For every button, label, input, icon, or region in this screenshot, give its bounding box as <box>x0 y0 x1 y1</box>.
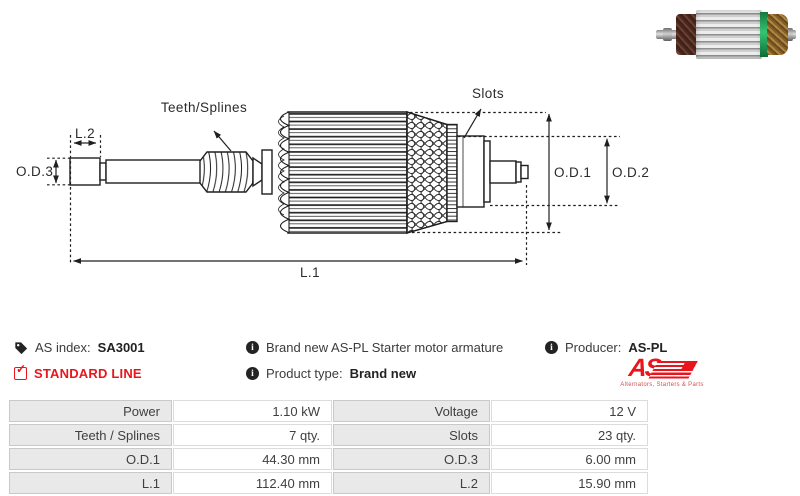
as-pl-logo-mark: AS <box>628 354 698 382</box>
l1-label: L.1 <box>300 265 320 280</box>
step-cylinder <box>261 149 273 195</box>
photo-left-winding <box>676 14 698 55</box>
spec-value: 12 V <box>491 400 648 422</box>
teeth-splines-label: Teeth/Splines <box>161 100 247 115</box>
as-pl-logo: AS Alternators, Starters & Parts <box>599 354 725 388</box>
spec-label: O.D.1 <box>9 448 172 470</box>
spline-hatching <box>200 152 253 192</box>
od2-label: O.D.2 <box>612 165 649 180</box>
shaft-collar <box>99 162 107 181</box>
spec-value: 23 qty. <box>491 424 648 446</box>
spec-table: Power 1.10 kW Voltage 12 V Teeth / Splin… <box>8 398 649 496</box>
spec-label: O.D.3 <box>333 448 490 470</box>
table-row: Teeth / Splines 7 qty. Slots 23 qty. <box>9 424 648 446</box>
photo-core-body <box>696 10 762 59</box>
commutator-lip <box>483 140 491 203</box>
tag-icon <box>15 341 28 354</box>
producer-row: i Producer: AS-PL <box>545 340 667 355</box>
right-flange <box>515 161 522 183</box>
slots-label: Slots <box>472 86 504 101</box>
info-icon: i <box>246 367 259 380</box>
dimension-lines <box>47 108 620 265</box>
spec-value: 7 qty. <box>173 424 332 446</box>
product-type-row: i Product type: Brand new <box>246 366 416 381</box>
info-icon: i <box>545 341 558 354</box>
spec-label: L.2 <box>333 472 490 494</box>
spec-label: Slots <box>333 424 490 446</box>
spec-label: L.1 <box>9 472 172 494</box>
as-index-label: AS index: <box>35 340 91 355</box>
core-laminations <box>288 112 407 233</box>
product-description: Brand new AS-PL Starter motor armature <box>266 340 504 355</box>
spec-value: 6.00 mm <box>491 448 648 470</box>
spec-value: 44.30 mm <box>173 448 332 470</box>
checkbox-icon: ✓ <box>14 362 27 380</box>
producer-value: AS-PL <box>628 340 668 355</box>
table-row: O.D.1 44.30 mm O.D.3 6.00 mm <box>9 448 648 470</box>
product-type-value: Brand new <box>349 366 417 381</box>
spec-label: Teeth / Splines <box>9 424 172 446</box>
product-type-label: Product type: <box>266 366 343 381</box>
taper-cone <box>252 156 263 188</box>
right-shaft <box>489 160 517 184</box>
standard-line-label: STANDARD LINE <box>34 366 142 381</box>
shaft <box>105 159 203 184</box>
as-pl-logo-tagline: Alternators, Starters & Parts <box>620 382 704 388</box>
as-index-value: SA3001 <box>97 340 145 355</box>
od3-label: O.D.3 <box>16 164 53 179</box>
od1-label: O.D.1 <box>554 165 591 180</box>
right-end-knob <box>520 164 529 180</box>
teeth-callout-arrow <box>213 130 232 152</box>
product-photo <box>656 6 796 62</box>
spec-value: 15.90 mm <box>491 472 648 494</box>
spec-label: Voltage <box>333 400 490 422</box>
commutator-riser-plates <box>447 124 457 222</box>
commutator <box>456 135 485 208</box>
producer-label: Producer: <box>565 340 622 355</box>
spec-label: Power <box>9 400 172 422</box>
spec-value: 1.10 kW <box>173 400 332 422</box>
photo-shaft-left-collar <box>663 28 672 41</box>
table-row: L.1 112.40 mm L.2 15.90 mm <box>9 472 648 494</box>
as-index-row: AS index: SA3001 <box>14 340 145 355</box>
l2-label: L.2 <box>75 126 95 141</box>
photo-shaft-right-collar <box>784 28 793 41</box>
spec-value: 112.40 mm <box>173 472 332 494</box>
slots-callout-arrow <box>463 108 482 139</box>
right-winding-weave <box>406 111 448 234</box>
armature-technical-drawing: L.2 O.D.3 Teeth/Splines Slots O.D.1 O.D.… <box>16 86 649 280</box>
table-row: Power 1.10 kW Voltage 12 V <box>9 400 648 422</box>
photo-right-winding <box>767 14 788 55</box>
left-winding-inner-curls <box>278 115 285 216</box>
photo-green-band <box>760 12 768 57</box>
info-icon: i <box>246 341 259 354</box>
armature-outline <box>69 111 529 234</box>
standard-line-row: ✓ STANDARD LINE <box>14 362 142 381</box>
shaft-end-block <box>69 157 101 186</box>
description-row: i Brand new AS-PL Starter motor armature <box>246 340 503 355</box>
